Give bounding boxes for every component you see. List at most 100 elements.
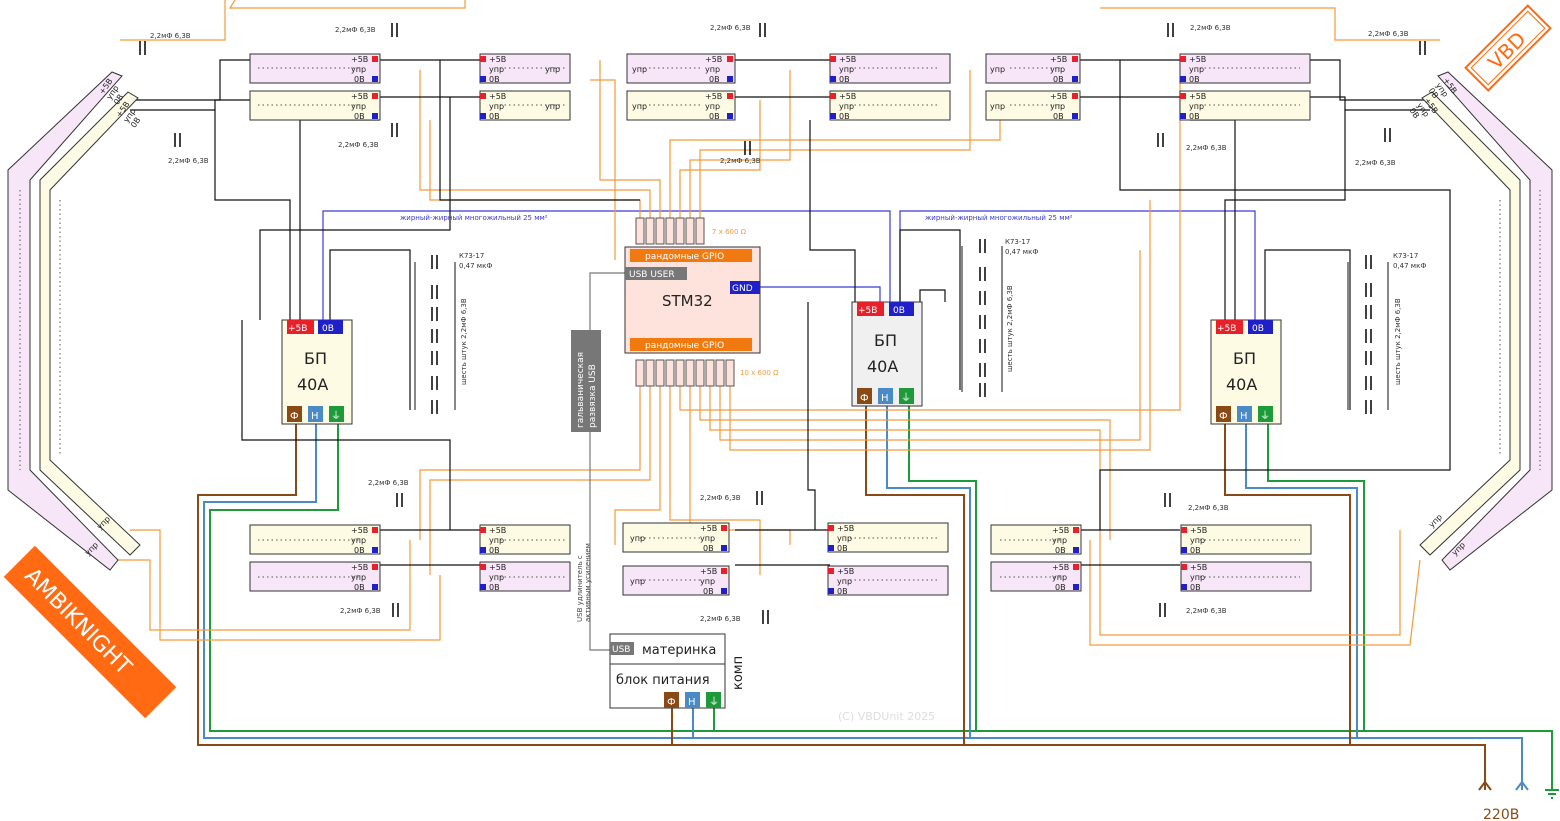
svg-text:+5В: +5В (705, 92, 722, 101)
svg-text:+5В: +5В (489, 526, 506, 535)
psu-middle (851, 301, 923, 407)
svg-text:0В: 0В (1053, 112, 1064, 121)
svg-text:упр: упр (351, 65, 366, 74)
cap-bank-left (414, 254, 456, 415)
psu-right-plus: +5В (1217, 324, 1236, 334)
psu-right-neutral: Н (1240, 411, 1248, 422)
svg-text:2,2мФ 6,3В: 2,2мФ 6,3В (710, 24, 751, 32)
res-top-label: 7 x 600 Ω (712, 228, 747, 236)
pc-label: комп (731, 656, 746, 690)
svg-text:упр: упр (990, 102, 1005, 111)
svg-text:упр: упр (700, 534, 715, 543)
res-bottom-label: 10 x 600 Ω (740, 369, 779, 377)
svg-text:2,2мФ 6,3В: 2,2мФ 6,3В (1368, 30, 1409, 38)
svg-text:0В: 0В (1055, 583, 1066, 592)
svg-text:0В: 0В (354, 112, 365, 121)
svg-text:2,2мФ 6,3В: 2,2мФ 6,3В (720, 157, 761, 165)
svg-text:0В: 0В (1189, 75, 1200, 84)
k73-mid-1: К73-17 (1005, 238, 1030, 246)
small-cap-labels: 2,2мФ 6,3В 2,2мФ 6,3В 2,2мФ 6,3В 2,2мФ 6… (150, 24, 1409, 623)
svg-text:упр: упр (1189, 102, 1204, 111)
psu-left (281, 319, 353, 425)
psu-mid-phase: Ф (860, 393, 869, 404)
usb-user-label: USB USER (629, 270, 675, 280)
psu-right-zero: 0В (1252, 324, 1264, 334)
svg-text:0В: 0В (703, 587, 714, 596)
k73-mid-2: 0,47 мкФ (1005, 248, 1038, 256)
svg-text:упр: упр (489, 102, 504, 111)
svg-text:0В: 0В (839, 112, 850, 121)
svg-text:0В: 0В (1189, 112, 1200, 121)
cap-bank-left-label: шесть штук 2,2мФ 6,3В (460, 298, 468, 385)
gpio-bottom-label: рандомные GPIO (645, 341, 724, 351)
mains-voltage-label: 220В (1483, 807, 1519, 821)
usb-ext-2: активным усилением (584, 543, 592, 622)
strip-pins (372, 56, 1187, 594)
svg-text:2,2мФ 6,3В: 2,2мФ 6,3В (1355, 159, 1396, 167)
svg-text:упр: упр (489, 536, 504, 545)
k73-left-2: 0,47 мкФ (459, 262, 492, 270)
svg-text:упр: упр (839, 65, 854, 74)
svg-text:+5В: +5В (489, 563, 506, 572)
svg-text:+5В: +5В (839, 55, 856, 64)
k73-right-2: 0,47 мкФ (1393, 262, 1426, 270)
svg-text:+5В: +5В (1190, 563, 1207, 572)
pc-psu: блок питания (616, 673, 710, 688)
svg-text:2,2мФ 6,3В: 2,2мФ 6,3В (168, 157, 209, 165)
svg-text:упр: упр (839, 102, 854, 111)
svg-text:2,2мФ 6,3В: 2,2мФ 6,3В (335, 26, 376, 34)
svg-text:+5В: +5В (839, 92, 856, 101)
svg-text:упр: упр (630, 534, 645, 543)
svg-text:2,2мФ 6,3В: 2,2мФ 6,3В (700, 494, 741, 502)
psu-mid-plus: +5В (858, 306, 877, 316)
svg-text:0В: 0В (489, 112, 500, 121)
svg-text:+5В: +5В (351, 526, 368, 535)
svg-text:0В: 0В (839, 75, 850, 84)
bus-label-left: жирный-жирный многожильный 25 мм² (400, 214, 548, 222)
svg-text:2,2мФ 6,3В: 2,2мФ 6,3В (700, 615, 741, 623)
cap-bank-right-label: шесть штук 2,2мФ 6,3В (1394, 298, 1402, 385)
svg-text:+5В: +5В (700, 524, 717, 533)
svg-text:0В: 0В (489, 75, 500, 84)
svg-text:AMBIKNIGHT: AMBIKNIGHT (19, 563, 136, 680)
k73-left-1: К73-17 (459, 252, 484, 260)
pc-phase: Ф (667, 697, 676, 708)
psu-right-current: 40А (1226, 375, 1257, 394)
pc-usb: USB (612, 645, 630, 655)
svg-text:+5В: +5В (1190, 526, 1207, 535)
usb-isolator (571, 330, 601, 432)
svg-text:2,2мФ 6,3В: 2,2мФ 6,3В (368, 479, 409, 487)
psu-mid-neutral: Н (881, 393, 889, 404)
psu-right-phase: Ф (1219, 411, 1228, 422)
svg-text:+5В: +5В (351, 92, 368, 101)
svg-text:0В: 0В (489, 583, 500, 592)
cap-bank-mid-label: шесть штук 2,2мФ 6,3В (1006, 285, 1014, 372)
svg-text:2,2мФ 6,3В: 2,2мФ 6,3В (1186, 144, 1227, 152)
psu-mid-zero: 0В (893, 306, 905, 316)
svg-text:+5В: +5В (700, 567, 717, 576)
svg-text:2,2мФ 6,3В: 2,2мФ 6,3В (1188, 504, 1229, 512)
svg-text:VBD: VBD (1483, 27, 1530, 74)
svg-text:упр: упр (1189, 65, 1204, 74)
svg-text:+5В: +5В (489, 92, 506, 101)
svg-text:упр: упр (1052, 573, 1067, 582)
psu-right (1210, 319, 1282, 425)
svg-text:упр: упр (545, 102, 560, 111)
svg-text:упр: упр (351, 573, 366, 582)
vbd-logo: VBD (1464, 4, 1552, 92)
svg-text:+5В: +5В (1050, 92, 1067, 101)
cap-bank-right (1347, 254, 1389, 415)
svg-text:2,2мФ 6,3В: 2,2мФ 6,3В (338, 141, 379, 149)
svg-text:упр: упр (990, 65, 1005, 74)
psu-mid-ground-icon: ⏚ (901, 392, 911, 404)
svg-text:0В: 0В (489, 546, 500, 555)
svg-text:0В: 0В (837, 544, 848, 553)
svg-text:упр: упр (489, 65, 504, 74)
svg-text:упр: упр (1052, 536, 1067, 545)
isolator-label-1: гальваническая (576, 352, 586, 428)
svg-text:упр: упр (489, 573, 504, 582)
right-strip-outer (1419, 71, 1553, 571)
svg-text:упр: упр (1050, 102, 1065, 111)
psu-mid-current: 40А (867, 357, 898, 376)
